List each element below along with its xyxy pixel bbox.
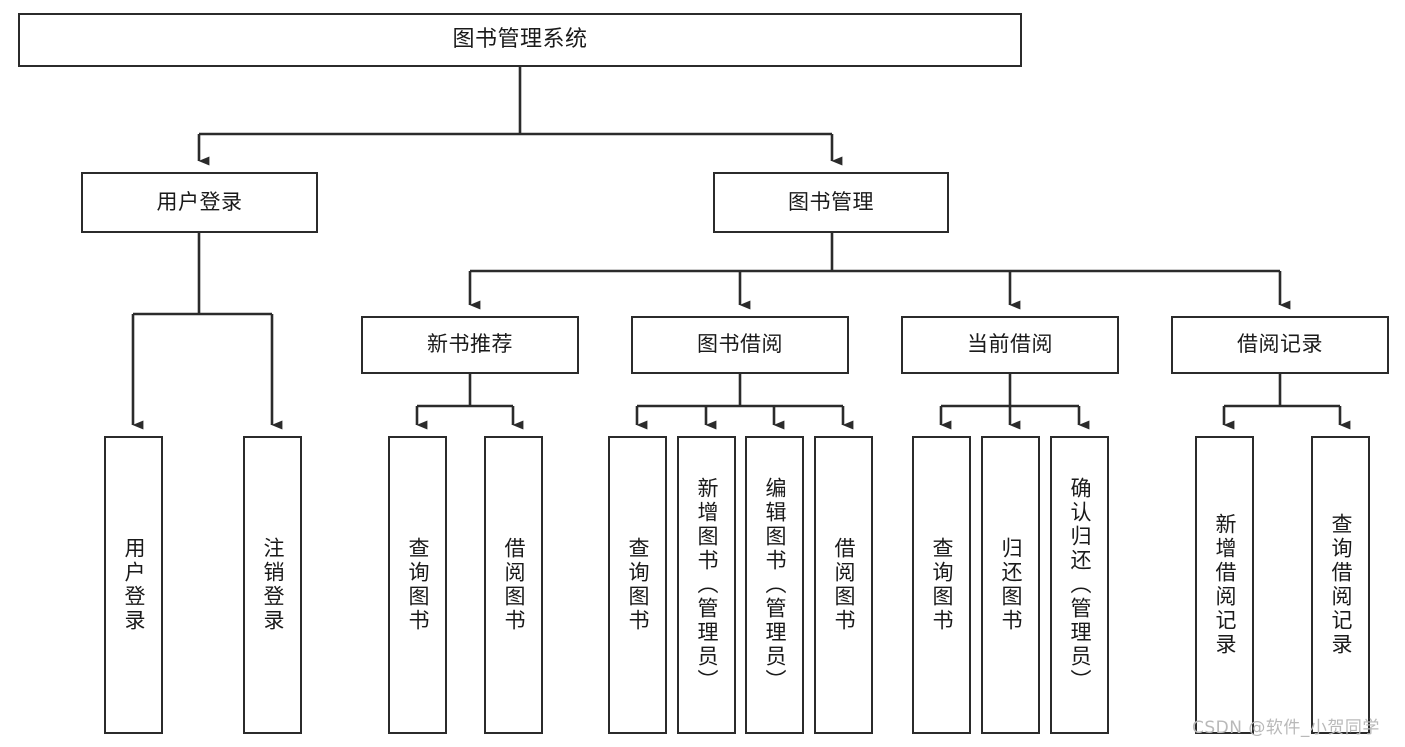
node-leaf-edit-book-label: 编辑图书（管理员）	[763, 477, 787, 693]
node-borrow-record-label: 借阅记录	[1237, 332, 1323, 357]
node-book-borrow-label: 图书借阅	[697, 332, 783, 357]
node-leaf-add-record-label: 新增借阅记录	[1213, 513, 1237, 657]
node-leaf-query-book-3-label: 查询图书	[930, 537, 954, 633]
node-current-borrow[interactable]: 当前借阅	[901, 316, 1119, 374]
node-leaf-add-record[interactable]: 新增借阅记录	[1195, 436, 1254, 734]
node-leaf-confirm-return-label: 确认归还（管理员）	[1068, 477, 1092, 693]
node-leaf-edit-book[interactable]: 编辑图书（管理员）	[745, 436, 804, 734]
node-book-borrow[interactable]: 图书借阅	[631, 316, 849, 374]
node-leaf-logout-label: 注销登录	[261, 537, 285, 633]
node-leaf-borrow-book-2-label: 借阅图书	[832, 537, 856, 633]
node-user-login[interactable]: 用户登录	[81, 172, 318, 233]
node-leaf-query-record[interactable]: 查询借阅记录	[1311, 436, 1370, 734]
node-leaf-add-book-label: 新增图书（管理员）	[695, 477, 719, 693]
node-leaf-query-book-2[interactable]: 查询图书	[608, 436, 667, 734]
node-leaf-confirm-return[interactable]: 确认归还（管理员）	[1050, 436, 1109, 734]
node-leaf-query-book-1-label: 查询图书	[406, 537, 430, 633]
node-borrow-record[interactable]: 借阅记录	[1171, 316, 1389, 374]
node-leaf-query-record-label: 查询借阅记录	[1329, 513, 1353, 657]
node-leaf-query-book-1[interactable]: 查询图书	[388, 436, 447, 734]
node-current-borrow-label: 当前借阅	[967, 332, 1053, 357]
node-user-login-label: 用户登录	[156, 189, 243, 214]
node-leaf-borrow-book-1-label: 借阅图书	[502, 537, 526, 633]
node-leaf-borrow-book-1[interactable]: 借阅图书	[484, 436, 543, 734]
node-book-manage[interactable]: 图书管理	[713, 172, 949, 233]
node-root-label: 图书管理系统	[452, 26, 588, 52]
node-new-book-recommend[interactable]: 新书推荐	[361, 316, 579, 374]
node-new-book-recommend-label: 新书推荐	[427, 332, 513, 357]
node-leaf-query-book-3[interactable]: 查询图书	[912, 436, 971, 734]
node-leaf-query-book-2-label: 查询图书	[626, 537, 650, 633]
node-root[interactable]: 图书管理系统	[18, 13, 1022, 67]
watermark-text: CSDN @软件_小贺同学	[1192, 718, 1380, 738]
node-leaf-logout[interactable]: 注销登录	[243, 436, 302, 734]
node-leaf-return-book[interactable]: 归还图书	[981, 436, 1040, 734]
node-book-manage-label: 图书管理	[788, 189, 874, 214]
node-leaf-add-book[interactable]: 新增图书（管理员）	[677, 436, 736, 734]
node-leaf-user-login[interactable]: 用户登录	[104, 436, 163, 734]
node-leaf-borrow-book-2[interactable]: 借阅图书	[814, 436, 873, 734]
node-leaf-user-login-label: 用户登录	[122, 537, 146, 633]
node-leaf-return-book-label: 归还图书	[999, 537, 1023, 633]
